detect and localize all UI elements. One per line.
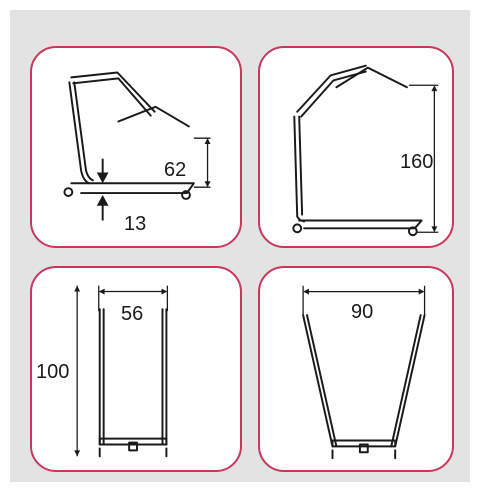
base-open-drawing: [302, 285, 426, 460]
ground-clearance-label: 13: [124, 213, 147, 235]
diagram-background: 62 13: [10, 10, 470, 482]
panel-base-open: 90: [258, 266, 454, 472]
open-width-label: 90: [351, 301, 374, 323]
panel-side-highest: 160: [258, 46, 454, 248]
panel-side-lowest: 62 13: [30, 46, 242, 248]
length-label: 100: [36, 361, 70, 383]
highest-height-label: 160: [400, 151, 434, 173]
panel-base-closed: 56 100: [30, 266, 242, 472]
hoist-side-lowest-drawing: [63, 71, 211, 221]
closed-width-label: 56: [121, 303, 144, 325]
base-closed-drawing: [74, 285, 169, 458]
hoist-side-highest-drawing: [292, 64, 439, 237]
lowest-height-label: 62: [164, 159, 187, 181]
